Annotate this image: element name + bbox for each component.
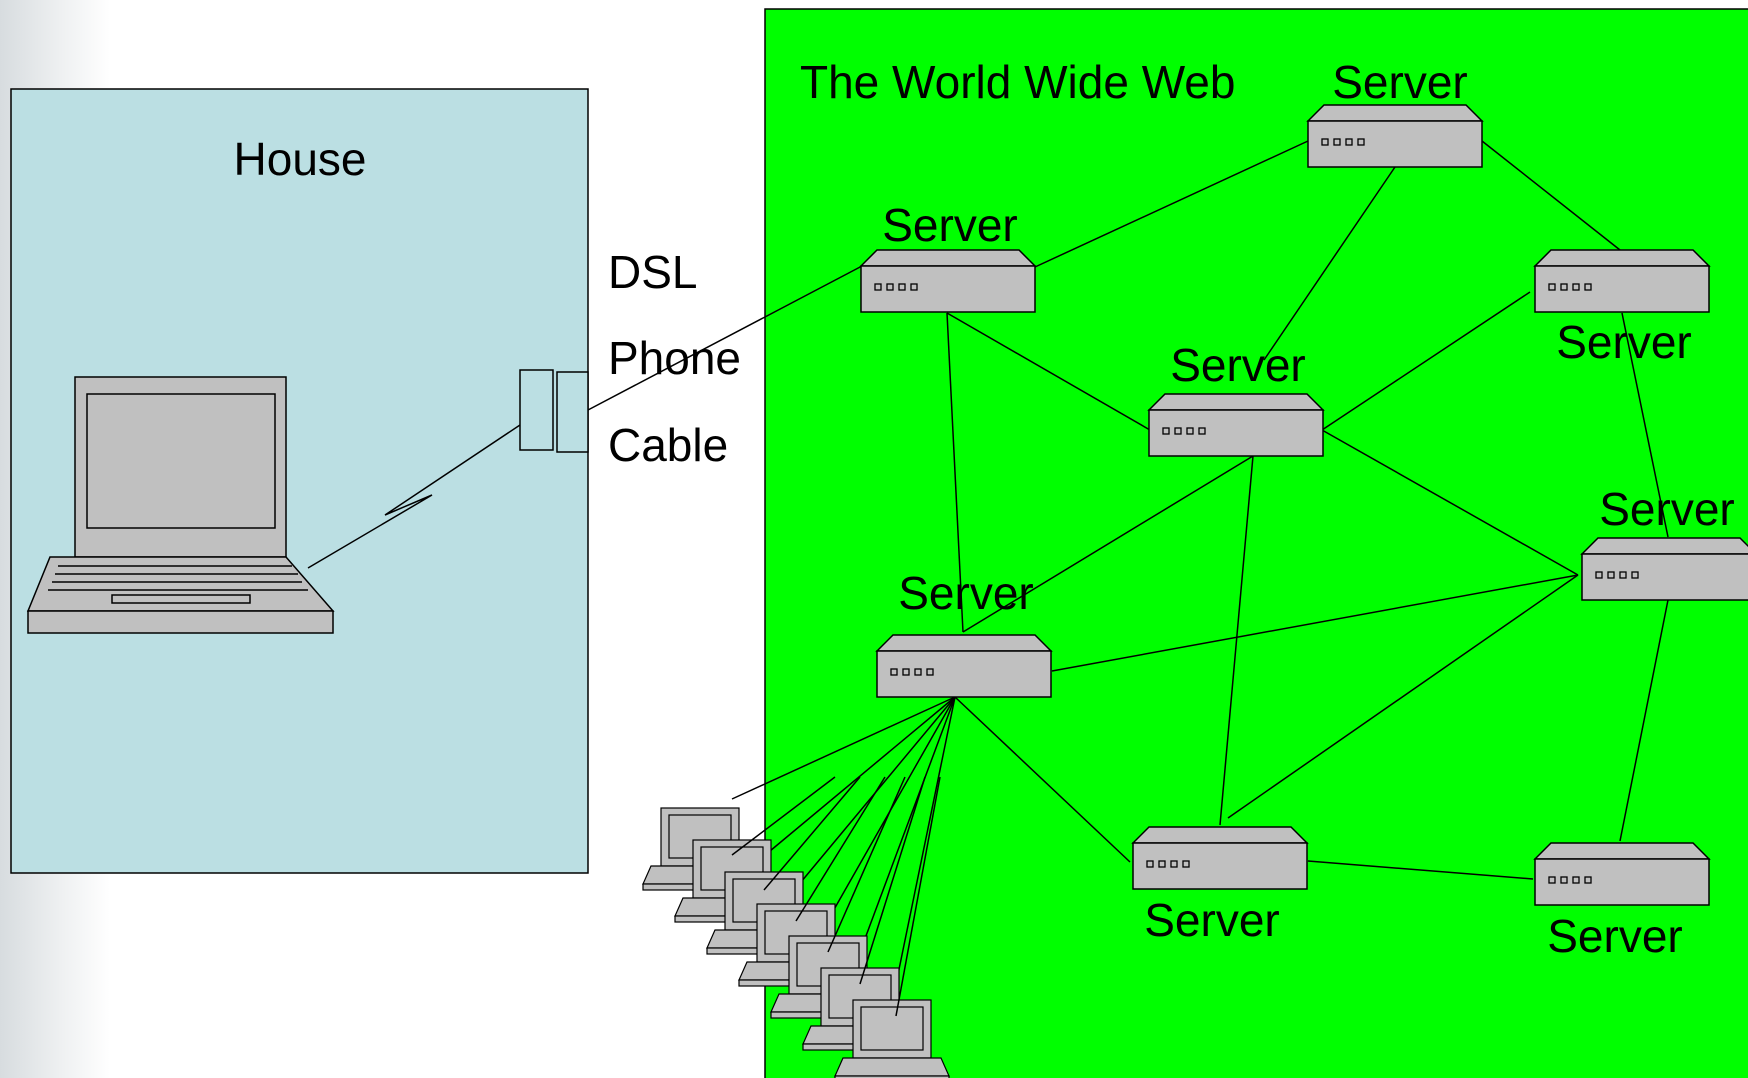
server-icon bbox=[860, 249, 1036, 313]
server-label: Server bbox=[1547, 910, 1682, 962]
wall-jack-icon bbox=[519, 369, 589, 453]
house-label: House bbox=[234, 133, 367, 185]
server-icon bbox=[1307, 104, 1483, 168]
wireless-link bbox=[307, 424, 521, 569]
server-label: Server bbox=[1599, 483, 1734, 535]
server-icon bbox=[1132, 826, 1308, 890]
server-label: Server bbox=[882, 199, 1017, 251]
server-icon bbox=[876, 634, 1052, 698]
connection-type-dsl: DSL bbox=[608, 246, 697, 298]
connection-type-cable: Cable bbox=[608, 419, 728, 471]
web-label: The World Wide Web bbox=[800, 56, 1235, 108]
server-icon bbox=[1534, 842, 1710, 906]
server-label: Server bbox=[1332, 56, 1467, 108]
client-link-overlays bbox=[731, 776, 941, 1017]
server-label: Server bbox=[1556, 316, 1691, 368]
server-label: Server bbox=[1170, 339, 1305, 391]
laptop-icon bbox=[26, 376, 335, 634]
server-label: Server bbox=[898, 567, 1033, 619]
server-icon bbox=[1581, 537, 1748, 601]
server-icon bbox=[1148, 393, 1324, 457]
server-label: Server bbox=[1144, 894, 1279, 946]
network-links bbox=[587, 140, 1669, 985]
server-icon bbox=[1534, 249, 1710, 313]
